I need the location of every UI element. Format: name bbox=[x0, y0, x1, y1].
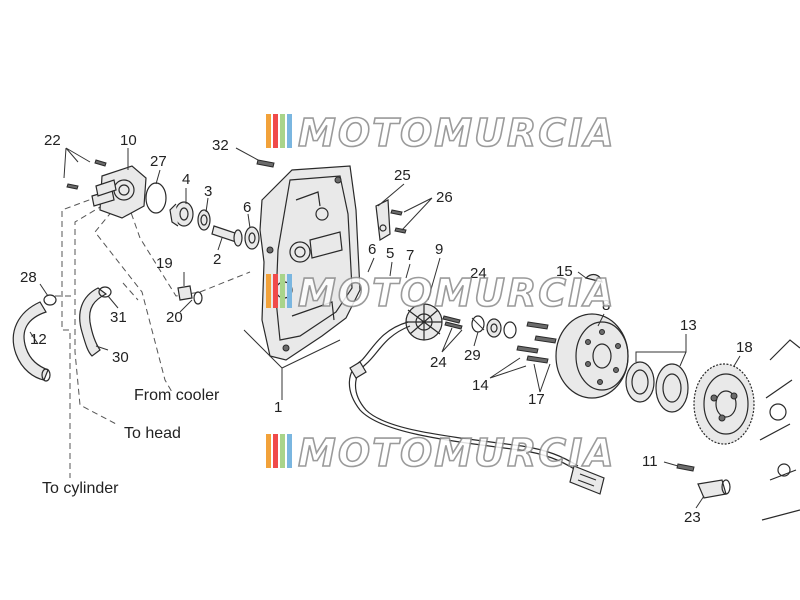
impeller bbox=[169, 201, 194, 227]
bracket bbox=[375, 199, 391, 241]
bearing bbox=[244, 226, 260, 250]
label-part-29: 29 bbox=[464, 347, 481, 364]
label-part-25: 25 bbox=[394, 167, 411, 184]
label-part-19: 19 bbox=[156, 255, 173, 272]
stator-wire-harness-2 bbox=[354, 325, 579, 467]
note-to-cylinder: To cylinder bbox=[42, 480, 119, 497]
watermark-text-bottom: MOTOMURCIA bbox=[298, 431, 616, 475]
label-part-24-upper: 24 bbox=[470, 265, 487, 282]
note-from-cooler: From cooler bbox=[134, 387, 220, 404]
spacer bbox=[486, 318, 502, 338]
hose-clamp-31 bbox=[98, 286, 112, 298]
stator-screws bbox=[442, 315, 463, 330]
label-part-17: 17 bbox=[528, 391, 545, 408]
label-part-4: 4 bbox=[182, 171, 190, 188]
seal-ring bbox=[197, 209, 211, 231]
label-part-30: 30 bbox=[112, 349, 129, 366]
label-part-6-pump: 6 bbox=[243, 199, 251, 216]
hose-clamp-28 bbox=[43, 294, 57, 306]
washer bbox=[503, 321, 517, 339]
drain-plug bbox=[177, 285, 203, 305]
pump-shaft bbox=[211, 225, 243, 247]
watermark-logo-top: MOTOMURCIA bbox=[266, 110, 616, 156]
stator bbox=[405, 303, 443, 341]
label-part-5: 5 bbox=[386, 245, 394, 262]
watermark-logo-bottom: MOTOMURCIA bbox=[266, 430, 616, 476]
label-part-11: 11 bbox=[642, 453, 658, 470]
sensor-screw bbox=[676, 463, 695, 472]
engine-side-cover bbox=[259, 165, 361, 361]
label-part-20: 20 bbox=[166, 309, 183, 326]
label-part-32: 32 bbox=[212, 137, 229, 154]
crankcase-edge bbox=[759, 339, 800, 521]
coolant-routing-lines bbox=[55, 192, 251, 478]
seal-29-cross bbox=[471, 317, 485, 331]
label-part-3: 3 bbox=[204, 183, 212, 200]
seal-ring-inner bbox=[200, 214, 208, 226]
label-part-7: 7 bbox=[406, 247, 414, 264]
label-part-28: 28 bbox=[20, 269, 37, 286]
harness-clip bbox=[349, 361, 367, 379]
bearing-inner bbox=[248, 232, 256, 244]
watermark-logo-middle: MOTOMURCIA bbox=[266, 270, 616, 316]
bracket-screws bbox=[390, 209, 407, 234]
label-part-24-lower: 24 bbox=[430, 354, 447, 371]
label-part-27: 27 bbox=[150, 153, 167, 170]
water-pump-cover bbox=[91, 165, 147, 219]
hose-30 bbox=[79, 287, 108, 357]
label-part-26: 26 bbox=[436, 189, 453, 206]
label-part-22: 22 bbox=[44, 132, 61, 149]
flywheel-rotor bbox=[555, 313, 629, 399]
rotor-bolts bbox=[516, 321, 557, 364]
starter-gear bbox=[693, 363, 755, 445]
label-part-31: 31 bbox=[110, 309, 127, 326]
watermark-text-top: MOTOMURCIA bbox=[298, 111, 616, 155]
note-to-head: To head bbox=[124, 425, 181, 442]
hose-12-end bbox=[41, 368, 51, 382]
label-part-12: 12 bbox=[30, 331, 47, 348]
label-part-15: 15 bbox=[556, 263, 573, 280]
leader-lines bbox=[29, 147, 741, 509]
label-part-10: 10 bbox=[120, 132, 137, 149]
label-part-1: 1 bbox=[274, 399, 282, 416]
label-part-6-stator: 6 bbox=[368, 241, 376, 258]
label-part-9: 9 bbox=[435, 241, 443, 258]
bolt-32 bbox=[256, 159, 275, 168]
pickup-sensor bbox=[697, 479, 731, 499]
label-part-13: 13 bbox=[680, 317, 697, 334]
freewheel-clutch bbox=[625, 361, 689, 413]
watermark-text-middle: MOTOMURCIA bbox=[298, 271, 616, 315]
stator-wire-harness bbox=[348, 321, 577, 471]
hose-12 bbox=[12, 301, 49, 381]
label-part-2: 2 bbox=[213, 251, 221, 268]
harness-connector bbox=[569, 465, 605, 495]
woodruff-key bbox=[584, 273, 603, 283]
label-part-18: 18 bbox=[736, 339, 753, 356]
label-part-8: 8 bbox=[602, 297, 610, 314]
label-part-14: 14 bbox=[472, 377, 489, 394]
label-part-23: 23 bbox=[684, 509, 701, 526]
cover-bolts bbox=[66, 159, 107, 190]
o-ring bbox=[145, 182, 167, 214]
